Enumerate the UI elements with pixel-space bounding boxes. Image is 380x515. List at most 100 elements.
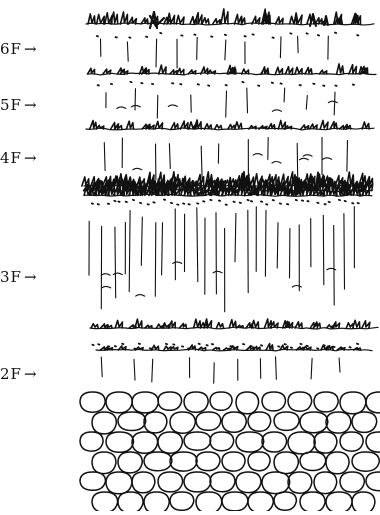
arrow-right-icon: → [24, 365, 37, 383]
cobble-stone [158, 472, 183, 492]
cobble-stone [170, 412, 195, 433]
arrow-right-icon: → [24, 149, 37, 167]
cobble-stone [236, 392, 259, 414]
cobble-stone [326, 492, 352, 511]
hooks-4f [133, 154, 332, 170]
floor-label-2f: 2F [0, 365, 22, 383]
arrow-right-icon: → [24, 40, 37, 58]
hooks-5f [117, 101, 337, 111]
cobble-stone [170, 452, 197, 471]
cobble-stone [106, 472, 132, 494]
cobble-stone [222, 452, 245, 471]
cobble-stone [184, 432, 211, 450]
cobble-stone [118, 412, 146, 431]
floor-marker-5f: 5F→ [0, 96, 78, 114]
grass-band-2f-base [96, 349, 372, 351]
grass-band-4f [90, 120, 370, 129]
cobble-stone [248, 452, 270, 471]
cobble-stone [326, 452, 349, 474]
cobble-stone [248, 412, 271, 431]
cracks-5f [106, 88, 335, 118]
cracks-3f [89, 207, 354, 312]
cobble-stone [196, 492, 222, 511]
cobble-stone [184, 472, 211, 492]
cobble-stone [92, 492, 118, 511]
cobble-stone [314, 392, 338, 412]
cobble-stone [132, 472, 155, 493]
cobble-stone [118, 492, 143, 511]
cobble-stone [118, 452, 142, 473]
cobble-stone [222, 412, 246, 432]
cobble-stone [262, 472, 290, 494]
floor-marker-2f: 2F→ [0, 365, 78, 383]
floor-label-5f: 5F [0, 96, 22, 114]
cobble-stone [314, 432, 337, 453]
cobble-stone [158, 392, 182, 410]
cobble-stone [92, 412, 116, 434]
floor-marker-3f: 3F→ [0, 268, 78, 286]
cobble-stone [340, 432, 363, 451]
cobble-stone [366, 432, 380, 452]
cobble-stone [300, 452, 326, 471]
floor-marker-6f: 6F→ [0, 40, 78, 58]
cobble-stone [144, 452, 172, 471]
cobble-stone [274, 492, 296, 510]
cobble-stone [210, 392, 232, 410]
cobble-stone [352, 412, 377, 432]
arrow-right-icon: → [24, 96, 37, 114]
cobble-stone [106, 392, 132, 413]
arrow-right-icon: → [24, 268, 37, 286]
cobble-stone [132, 432, 158, 453]
cobble-stone [184, 392, 208, 412]
cobble-stone [248, 492, 273, 511]
cobble-stone [288, 432, 315, 454]
cobble-stone [314, 472, 337, 494]
cobble-stone [210, 432, 234, 451]
cobble-stone [170, 492, 194, 510]
grass-surface-6f [88, 9, 361, 24]
grass-band-5f [88, 64, 368, 74]
cobble-stone [80, 432, 103, 451]
cobble-stone [262, 392, 286, 411]
cobble-stone [80, 472, 106, 490]
cobble-stone [222, 492, 248, 511]
cobble-stone [274, 412, 299, 430]
cobble-stone [144, 492, 169, 511]
cobble-stone [366, 392, 380, 413]
cobble-stone [326, 412, 351, 433]
grass-band-5f-base [88, 73, 376, 75]
floor-marker-4f: 4F→ [0, 149, 78, 167]
cobble-stone [158, 432, 182, 453]
dots-mat [92, 200, 359, 205]
dots-6f [97, 33, 359, 38]
floor-label-3f: 3F [0, 268, 22, 286]
grass-band-3f [91, 319, 370, 328]
cobble-stone [132, 392, 158, 413]
cobble-stone [196, 452, 220, 471]
cobble-stone [300, 412, 328, 433]
cobble-stone [288, 392, 312, 411]
grass-band-4f-base [86, 128, 374, 130]
cobble-stone [366, 472, 380, 491]
cobble-stone [106, 432, 134, 452]
cobble-stone [340, 392, 366, 414]
cobble-stone [352, 452, 379, 471]
cobble-stone [352, 492, 375, 511]
floor-label-6f: 6F [0, 40, 22, 58]
hooks-3f [101, 262, 336, 296]
dots-5f [98, 82, 354, 86]
cobble-stone [288, 472, 312, 493]
floor-label-4f: 4F [0, 149, 22, 167]
cracks-6f [101, 36, 329, 68]
cobble-stone [300, 492, 325, 511]
cobble-stone [262, 432, 287, 452]
cobble-stone [80, 392, 105, 412]
cobble-stone [210, 472, 235, 492]
cobble-stone [236, 472, 261, 493]
cobble-stone [92, 452, 116, 474]
cobble-stone [236, 432, 264, 452]
cobble-stone [144, 412, 167, 433]
cobble-stone [196, 412, 221, 430]
